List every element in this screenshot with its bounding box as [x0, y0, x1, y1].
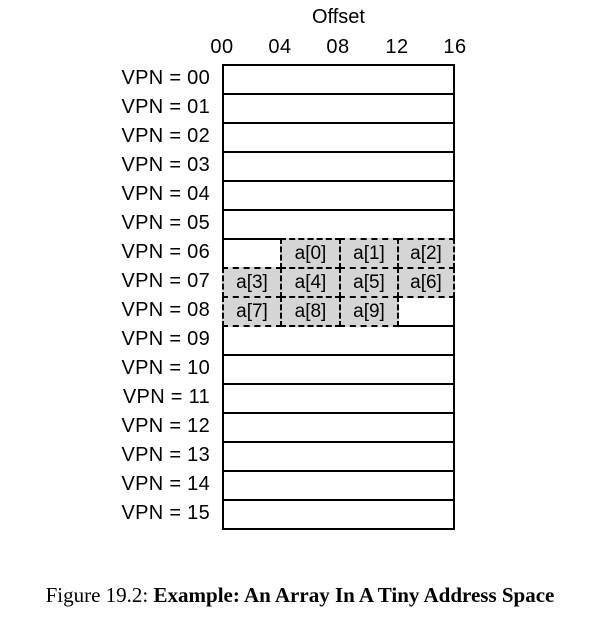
array-element-cell: a[8] [280, 296, 341, 327]
row-divider [222, 354, 455, 356]
offset-tick: 12 [385, 36, 409, 58]
vpn-row-label: VPN = 04 [121, 183, 210, 205]
vpn-row-labels: VPN = 00 VPN = 01 VPN = 02 VPN = 03 VPN = 04… [0, 64, 210, 528]
vpn-row-label: VPN = 02 [121, 125, 210, 147]
vpn-row-label: VPN = 00 [121, 67, 210, 89]
row-divider [222, 412, 455, 414]
offset-tick: 00 [210, 36, 234, 58]
row-divider [222, 209, 455, 211]
array-element-cell: a[1] [339, 238, 399, 269]
row-divider [222, 441, 455, 443]
vpn-row-label: VPN = 09 [121, 328, 210, 350]
array-element-cell: a[6] [397, 267, 455, 298]
address-space-grid: a[0]a[1]a[2] a[3]a[4]a[5]a[6] a[7]a[8]a[9] [222, 64, 455, 530]
vpn-row-label: VPN = 14 [121, 473, 210, 495]
caption-figure-number: Figure 19.2: [45, 583, 149, 607]
vpn-row-label: VPN = 11 [122, 386, 210, 408]
caption-title: Example: An Array In A Tiny Address Spac… [153, 583, 555, 607]
array-element-cell: a[4] [280, 267, 341, 298]
vpn-row-label: VPN = 07 [121, 270, 210, 292]
row-divider [222, 93, 455, 95]
array-element-cell: a[2] [397, 238, 455, 269]
array-element-cell: a[7] [222, 296, 282, 327]
vpn-row-label: VPN = 12 [121, 415, 210, 437]
vpn-row-label: VPN = 10 [121, 357, 210, 379]
row-divider [222, 122, 455, 124]
array-element-cell: a[3] [222, 267, 282, 298]
row-divider [222, 180, 455, 182]
vpn-row-label: VPN = 13 [121, 444, 210, 466]
vpn-row-label: VPN = 03 [121, 154, 210, 176]
vpn-row-label: VPN = 05 [121, 212, 210, 234]
row-divider [222, 470, 455, 472]
offset-tick: 04 [268, 36, 292, 58]
vpn-row-label: VPN = 01 [121, 96, 210, 118]
offset-axis-title: Offset [312, 6, 365, 28]
vpn-row-label: VPN = 08 [121, 299, 210, 321]
array-element-cell: a[0] [280, 238, 341, 269]
row-divider [222, 383, 455, 385]
offset-tick: 08 [326, 36, 350, 58]
array-element-cell: a[9] [339, 296, 399, 327]
array-element-cell: a[5] [339, 267, 399, 298]
row-divider [222, 499, 455, 501]
vpn-row-label: VPN = 15 [121, 502, 210, 524]
row-divider [222, 151, 455, 153]
offset-tick: 16 [443, 36, 467, 58]
vpn-row-label: VPN = 06 [121, 241, 210, 263]
figure-caption: Figure 19.2: Example: An Array In A Tiny… [0, 582, 600, 608]
